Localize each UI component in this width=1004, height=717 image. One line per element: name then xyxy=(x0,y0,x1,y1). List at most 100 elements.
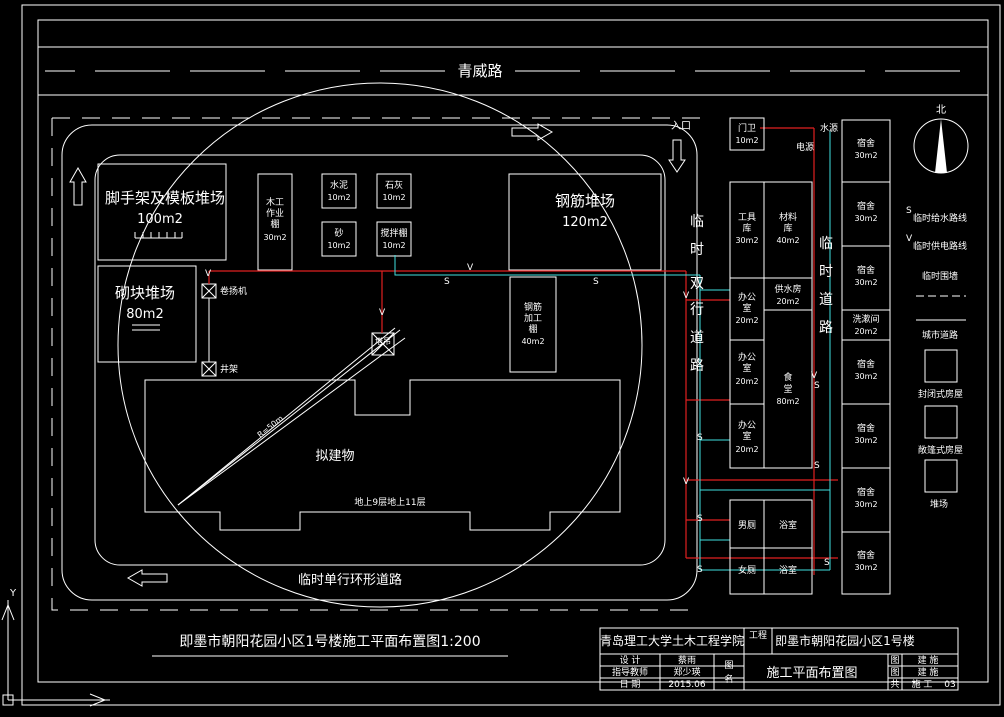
svg-text:40m2: 40m2 xyxy=(521,337,544,346)
rebar-shed: 钢筋 加工 棚 40m2 xyxy=(509,276,557,373)
svg-text:V: V xyxy=(467,263,474,273)
svg-text:临: 临 xyxy=(690,214,704,230)
svg-text:30m2: 30m2 xyxy=(854,278,877,287)
arrow-down-icon xyxy=(668,139,686,173)
svg-text:脚手架及模板堆场: 脚手架及模板堆场 xyxy=(105,189,225,207)
svg-text:办公: 办公 xyxy=(738,351,756,363)
svg-text:Y: Y xyxy=(9,588,17,599)
svg-text:搅拌棚: 搅拌棚 xyxy=(380,227,407,239)
gate-house: 门卫 10m2 xyxy=(729,117,765,151)
svg-text:宿舍: 宿舍 xyxy=(857,137,875,149)
power-line xyxy=(208,127,838,575)
svg-text:钢筋堆场: 钢筋堆场 xyxy=(555,192,615,210)
inner-frame xyxy=(37,19,989,683)
svg-text:S: S xyxy=(697,514,703,524)
legend-power-line: 临时供电路线 xyxy=(913,240,967,252)
svg-text:库: 库 xyxy=(742,222,751,234)
svg-text:卷扬机: 卷扬机 xyxy=(220,285,247,297)
svg-text:10m2: 10m2 xyxy=(327,193,350,202)
dormitory-column: 宿舍 30m2 宿舍 30m2 宿舍 30m2 宿舍 30m2 宿舍 30m2 … xyxy=(841,119,891,595)
north-arrow-icon: 北 xyxy=(913,104,969,174)
svg-text:R=50m: R=50m xyxy=(256,414,286,440)
svg-text:库: 库 xyxy=(783,222,792,234)
svg-text:棚: 棚 xyxy=(528,323,537,335)
water-supply-room: 供水房 20m2 xyxy=(763,277,813,311)
svg-text:10m2: 10m2 xyxy=(735,136,758,145)
svg-text:S: S xyxy=(444,277,450,287)
svg-text:S: S xyxy=(697,433,703,443)
svg-text:材料: 材料 xyxy=(779,211,797,223)
svg-text:S: S xyxy=(906,206,912,216)
power-source-label: 电源 xyxy=(796,141,814,153)
svg-text:建 施: 建 施 xyxy=(918,666,939,678)
svg-text:塔吊: 塔吊 xyxy=(375,336,391,346)
svg-text:S: S xyxy=(814,461,820,471)
svg-text:棚: 棚 xyxy=(270,218,279,230)
svg-text:30m2: 30m2 xyxy=(854,151,877,160)
lime-shed: 石灰 10m2 xyxy=(376,173,412,209)
svg-text:80m2: 80m2 xyxy=(126,307,163,322)
svg-text:建 施: 建 施 xyxy=(918,654,939,666)
svg-text:指导教师: 指导教师 xyxy=(612,666,648,678)
legend-water-line: 临时给水路线 xyxy=(913,212,967,224)
svg-text:路: 路 xyxy=(819,320,833,336)
svg-text:室: 室 xyxy=(742,302,751,314)
line-markers: V V S S V V V S S S S S V S xyxy=(205,263,830,575)
svg-text:郑少瑛: 郑少瑛 xyxy=(673,666,700,678)
svg-text:30m2: 30m2 xyxy=(854,372,877,381)
svg-text:S: S xyxy=(824,558,830,568)
svg-text:图: 图 xyxy=(724,660,733,671)
svg-text:30m2: 30m2 xyxy=(854,214,877,223)
legend-fence: 临时围墙 xyxy=(922,270,958,282)
svg-text:80m2: 80m2 xyxy=(776,397,799,406)
hoist: 卷扬机 xyxy=(201,283,247,362)
svg-text:宿舍: 宿舍 xyxy=(857,422,875,434)
svg-text:V: V xyxy=(205,269,212,279)
svg-text:供水房: 供水房 xyxy=(774,283,801,295)
svg-text:20m2: 20m2 xyxy=(735,445,758,454)
crane-radius-circle xyxy=(117,82,643,608)
svg-text:30m2: 30m2 xyxy=(854,500,877,509)
legend: S 临时给水路线 V 临时供电路线 临时围墙 城市道路 封闭式房屋 敞篷式房屋 … xyxy=(906,206,967,510)
svg-text:地上9层地上11层: 地上9层地上11层 xyxy=(354,496,425,508)
svg-text:20m2: 20m2 xyxy=(735,377,758,386)
womens-toilet: 女厕 xyxy=(729,547,765,595)
svg-text:时: 时 xyxy=(819,264,833,280)
svg-text:井架: 井架 xyxy=(220,363,238,375)
svg-text:30m2: 30m2 xyxy=(263,233,286,242)
city-road: 青威路 xyxy=(38,46,988,96)
svg-text:即墨市朝阳花园小区1号楼: 即墨市朝阳花园小区1号楼 xyxy=(775,633,915,648)
ucs-axis-icon: Y xyxy=(1,588,110,707)
svg-text:临: 临 xyxy=(819,236,833,252)
mixer-shed: 搅拌棚 10m2 xyxy=(376,221,412,257)
svg-text:S: S xyxy=(697,565,703,575)
svg-text:S: S xyxy=(814,381,820,391)
entrance-label: 入口 xyxy=(671,121,691,132)
svg-text:S: S xyxy=(593,277,599,287)
svg-text:即墨市朝阳花园小区1号楼施工平面布置图1:200: 即墨市朝阳花园小区1号楼施工平面布置图1:200 xyxy=(179,633,480,650)
wash-room: 洗漱间 20m2 xyxy=(841,309,891,341)
well-frame: 井架 xyxy=(201,361,238,377)
office-2: 办公 室 20m2 xyxy=(729,339,765,405)
svg-text:宿舍: 宿舍 xyxy=(857,264,875,276)
svg-text:工程: 工程 xyxy=(749,630,767,641)
svg-text:钢筋: 钢筋 xyxy=(524,301,542,313)
svg-text:工具: 工具 xyxy=(738,212,756,223)
svg-text:水泥: 水泥 xyxy=(330,179,348,191)
svg-text:路: 路 xyxy=(690,358,704,374)
proposed-building: 拟建物 地上9层地上11层 xyxy=(144,379,621,531)
svg-text:双: 双 xyxy=(690,276,704,292)
ring-road xyxy=(61,124,698,601)
svg-text:宿舍: 宿舍 xyxy=(857,200,875,212)
office-1: 办公 室 20m2 xyxy=(729,277,765,341)
svg-text:10m2: 10m2 xyxy=(327,241,350,250)
svg-text:拟建物: 拟建物 xyxy=(315,449,354,464)
svg-text:名: 名 xyxy=(724,673,733,685)
svg-text:2015.06: 2015.06 xyxy=(668,680,705,690)
svg-text:蔡雨: 蔡雨 xyxy=(678,654,696,666)
svg-text:40m2: 40m2 xyxy=(776,236,799,245)
svg-text:V: V xyxy=(683,291,690,301)
svg-text:100m2: 100m2 xyxy=(137,212,183,227)
svg-text:门卫: 门卫 xyxy=(738,122,756,134)
